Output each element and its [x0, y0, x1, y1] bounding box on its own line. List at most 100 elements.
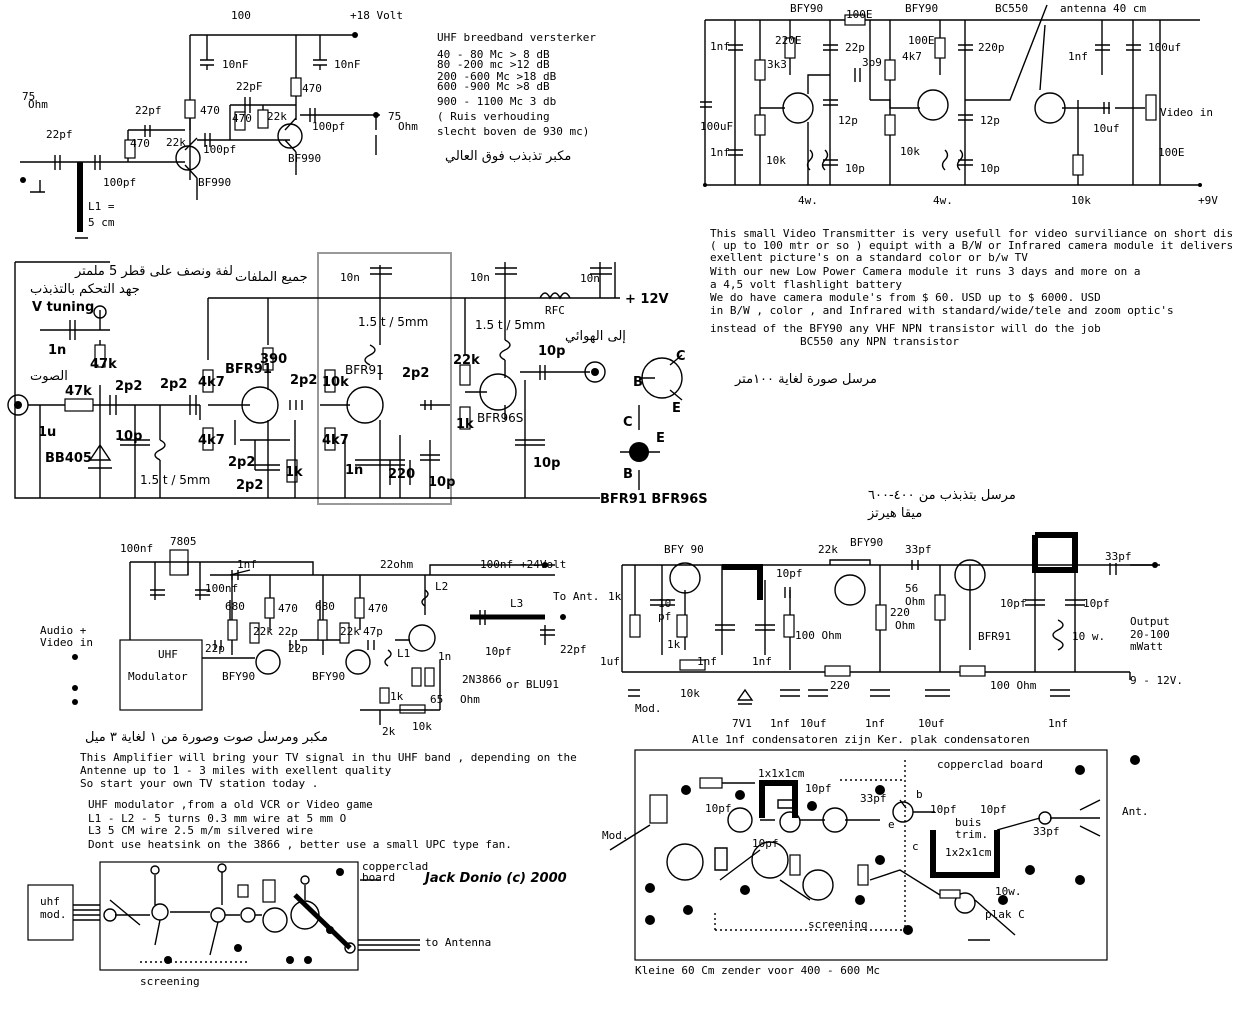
- vt-c12p-b-label: 12p: [980, 114, 1000, 127]
- bfr-bb405-label: BB405: [45, 451, 92, 466]
- tx400-c1nf-d-label: 1nf: [865, 717, 885, 730]
- bfr-t2-label: BFR91: [345, 363, 384, 377]
- c10n-a-label: 10nF: [222, 58, 249, 71]
- pcb400-lbl-33pf-a: 33pf: [860, 792, 887, 805]
- pcb400-lbl-10pf-d: 10pf: [930, 803, 957, 816]
- spec-line-4: 600 -900 Mc >8 dB: [437, 80, 550, 93]
- pcb400-lbl-plakc: plak C: [985, 908, 1025, 921]
- l1b-label: 5 cm: [88, 216, 115, 229]
- tx400-r22k-label: 22k: [818, 543, 838, 556]
- bfr-t1-label: BFR91: [225, 362, 272, 377]
- vt-c1nf-c-label: 1nf: [710, 146, 730, 159]
- bfr91-transmitter-schematic: 10n 10n 10n RFC + 12V جميع الملفات لفة و…: [7, 252, 708, 507]
- vt-t3-label: BC550: [995, 2, 1028, 15]
- mod-text-6: L3 5 CM wire 2.5 m/m silvered wire: [88, 824, 313, 837]
- bfr-r4k7-c-label: 4k7: [322, 433, 349, 448]
- mod-blu-label: or BLU91: [506, 678, 559, 691]
- tx400-arabic-2: ميقا هيرتز: [867, 506, 922, 521]
- r100-label: 100: [231, 9, 251, 22]
- spec-line-7: slecht boven de 930 mc): [437, 125, 589, 138]
- mod-r470-b-label: 470: [368, 602, 388, 615]
- r22k-a-label: 22k: [166, 136, 186, 149]
- mod-t1-label: BFY90: [222, 670, 255, 683]
- tx400-c1nf-b-label: 1nf: [752, 655, 772, 668]
- bfr-coil-b-label: 1.5 t / 5mm: [475, 318, 545, 332]
- video-transmitter-schematic: BFY90 BFY90 BC550 antenna 40 cm 100E 220…: [700, 2, 1233, 387]
- tx400-t3-label: BFR91: [978, 630, 1011, 643]
- vt-text-4: With our new Low Power Camera module it …: [710, 265, 1140, 278]
- r22k-b-label: 22k: [267, 110, 287, 123]
- pcb400-lbl-mod: Mod.: [602, 829, 629, 842]
- vt-text-1: This small Video Transmitter is very use…: [710, 227, 1233, 240]
- bfr-pin-c2: C: [623, 415, 633, 430]
- vt-t1-label: BFY90: [790, 2, 823, 15]
- bfr-c2p2-c-label: 2p2: [228, 455, 255, 470]
- bfr-c2p2-f-label: 2p2: [402, 366, 429, 381]
- vt-r100e-label: 100E: [846, 8, 873, 21]
- mod-c47p-label: 47p: [363, 625, 383, 638]
- bfr-r10k-label: 10k: [322, 375, 349, 390]
- pcb400-lbl-trim: trim.: [955, 828, 988, 841]
- tx400-c1nf-c-label: 1nf: [770, 717, 790, 730]
- vt-c12p-label: 12p: [838, 114, 858, 127]
- mod-c100nf-c-label: 100nf: [480, 558, 513, 571]
- c22pf-b-label: 22pf: [135, 104, 162, 117]
- bfr-pinout-label: BFR91 BFR96S: [600, 492, 708, 507]
- mod-ohm-label: Ohm: [460, 693, 480, 706]
- vt-text-9: BC550 any NPN transistor: [800, 335, 959, 348]
- l1-label: L1 =: [88, 200, 115, 213]
- tx400-out2-label: 20-100: [1130, 628, 1170, 641]
- modpcb-board: board: [362, 871, 395, 884]
- tx400-r220-label: 220: [830, 679, 850, 692]
- vt-r100e-b-label: 100E: [908, 34, 935, 47]
- mod-c22p-c-label: 22p: [288, 642, 308, 655]
- bfr-r22k-label: 22k: [453, 353, 480, 368]
- pcb400-lbl-10pf-e: 10pf: [980, 803, 1007, 816]
- vt-c10p-label: 10p: [845, 162, 865, 175]
- tx400-c10pf-b-label: 10pf: [1000, 597, 1027, 610]
- modpcb-ant: to Antenna: [425, 936, 491, 949]
- r470-a-label: 470: [200, 104, 220, 117]
- in75-label: 75: [22, 90, 35, 103]
- mod-toant-label: To Ant.: [553, 590, 599, 603]
- tx400-c10pf-c-label: 10pf: [1083, 597, 1110, 610]
- bfr-arabic-5: إلى الهوائي: [565, 329, 626, 344]
- bfr-pin-e2: E: [656, 431, 665, 446]
- tx-400-pcb-layout: copperclad board 1x1x1cm 10pf 10pf 10pf …: [602, 749, 1149, 977]
- mod-r22k-label: 22k: [253, 625, 273, 638]
- pcb400-lbl-10w: 10w.: [995, 885, 1022, 898]
- uhf-amplifier-schematic: 100 +18 Volt 10nF 10nF 470 22pF 470 470 …: [20, 9, 596, 239]
- bfr-coil-c-label: 1.5 t / 5mm: [140, 473, 210, 487]
- bfr-c2p2-label: 2p2: [115, 379, 142, 394]
- mod-l1-label: L1: [397, 647, 410, 660]
- bfr-arabic-3: جهد التحكم بالتذبذب: [30, 282, 140, 297]
- vt-p4w-label: 4w.: [798, 194, 818, 207]
- in75b-label: Ohm: [28, 98, 48, 111]
- tx400-r1k-label: 1k: [608, 590, 622, 603]
- mod-c22p-b-label: 22p: [205, 642, 225, 655]
- tx400-c33pf-label: 33pf: [905, 543, 932, 556]
- tx400-c1uf-label: 1uf: [600, 655, 620, 668]
- bfr-c10n-b-label: 10n: [470, 271, 490, 284]
- tx400-z7v1-label: 7V1: [732, 717, 752, 730]
- mod-av2-label: Video in: [40, 636, 93, 649]
- mod-l2-label: L2: [435, 580, 448, 593]
- out75b-label: Ohm: [398, 120, 418, 133]
- bfr-c10p-b-label: 10p: [538, 344, 565, 359]
- bfr-coil-label: 1.5 t / 5mm: [358, 315, 428, 329]
- mod-mod-label: Modulator: [128, 670, 188, 683]
- tx400-t1-label: BFY 90: [664, 543, 704, 556]
- vt-t2-label: BFY90: [905, 2, 938, 15]
- vt-r220e-label: 220E: [775, 34, 802, 47]
- vt-r10k-b-label: 10k: [900, 145, 920, 158]
- pcb400-lbl-b: b: [916, 788, 923, 801]
- spec-line-6: ( Ruis verhouding: [437, 110, 550, 123]
- vt-c1nf-label: 1nf: [710, 40, 730, 53]
- t1-label: BF990: [198, 176, 231, 189]
- out75-label: 75: [388, 110, 401, 123]
- vt-r10k-label: 10k: [766, 154, 786, 167]
- author-credit: Jack Donio (c) 2000: [422, 871, 567, 886]
- pcb400-title: copperclad board: [937, 758, 1043, 771]
- c10n-b-label: 10nF: [334, 58, 361, 71]
- mod-r2k-label: 2k: [382, 725, 396, 738]
